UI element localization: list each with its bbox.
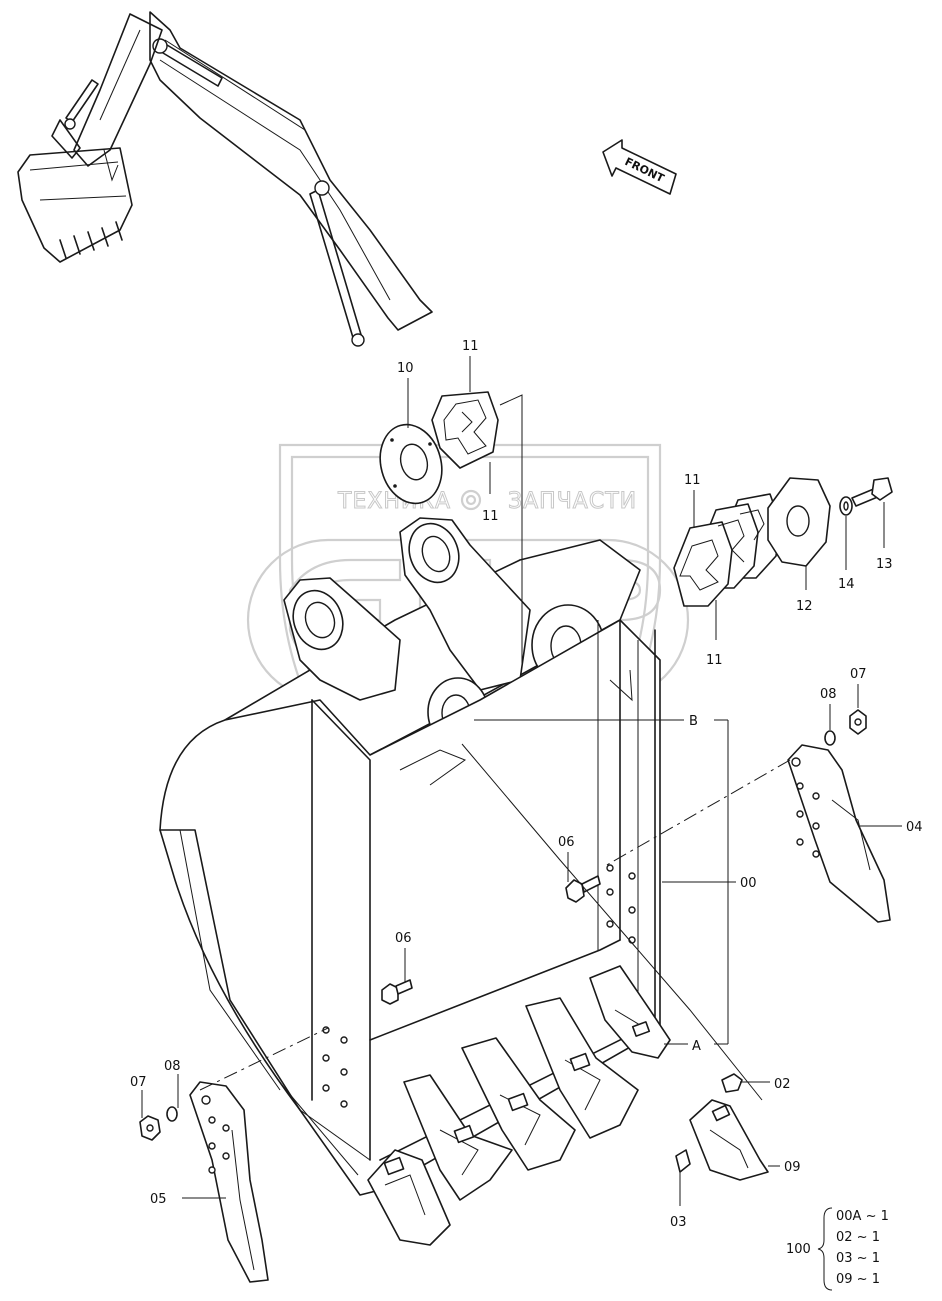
callout-07: 07 <box>850 667 867 682</box>
part-09-tooth-point <box>689 1099 769 1181</box>
part-14-washer <box>839 496 853 516</box>
part-10-bushing <box>379 423 443 505</box>
part-07-nut-left <box>139 1115 161 1141</box>
front-direction-arrow: FRONT <box>602 139 677 195</box>
callout-B: B <box>689 714 698 729</box>
tooth-3 <box>461 1037 576 1171</box>
tooth-4 <box>525 997 639 1139</box>
callout-00: 00 <box>740 876 757 891</box>
part-11-shim-upper <box>431 391 499 469</box>
callout-11: 11 <box>482 509 499 524</box>
callout-13: 13 <box>876 557 893 572</box>
callout-06: 06 <box>395 931 412 946</box>
kit-item: 00A ~ 1 <box>836 1209 889 1224</box>
bucket-teeth-row <box>367 965 671 1246</box>
part-03-pin <box>675 1149 691 1173</box>
callout-A: A <box>692 1039 701 1054</box>
part-12-retainer-plate <box>767 477 831 567</box>
part-06-bolt-upper <box>565 875 601 903</box>
part-00-bucket-body <box>159 517 661 1196</box>
callout-09: 09 <box>784 1160 801 1175</box>
callout-05: 05 <box>150 1192 167 1207</box>
kit-item: 03 ~ 1 <box>836 1251 880 1266</box>
watermark-right-text: ЗАПЧАСТИ <box>508 489 637 514</box>
callout-08: 08 <box>820 687 837 702</box>
callout-08: 08 <box>164 1059 181 1074</box>
part-07-nut-right <box>849 709 867 735</box>
part-08-washer-left <box>166 1106 178 1122</box>
callout-11: 11 <box>706 653 723 668</box>
part-02-lock <box>721 1073 743 1093</box>
callout-04: 04 <box>906 820 923 835</box>
side-bolt-holes-left <box>322 1026 348 1108</box>
tooth-2 <box>403 1074 513 1201</box>
part-08-washer-right <box>824 730 836 746</box>
tooth-5 <box>589 965 671 1059</box>
callout-02: 02 <box>774 1077 791 1092</box>
kit-brace <box>817 1207 833 1291</box>
callout-10: 10 <box>397 361 414 376</box>
callout-06: 06 <box>558 835 575 850</box>
part-11-shim-stack <box>673 493 781 607</box>
excavator-arm-illustration <box>17 11 433 347</box>
callout-12: 12 <box>796 599 813 614</box>
callout-11: 11 <box>684 473 701 488</box>
part-13-bolt <box>851 477 893 507</box>
callout-07: 07 <box>130 1075 147 1090</box>
callout-14: 14 <box>838 577 855 592</box>
kit-label: 100 <box>786 1242 811 1257</box>
part-05-side-cutter-left <box>189 1081 269 1283</box>
part-04-side-cutter-right <box>787 744 891 923</box>
callout-labels: 10 11 11 11 11 12 13 14 07 08 B 04 06 00… <box>130 339 923 1230</box>
kit-item: 09 ~ 1 <box>836 1272 880 1287</box>
leader-lines <box>141 684 902 1206</box>
callout-11: 11 <box>462 339 479 354</box>
tooth-1 <box>367 1149 451 1246</box>
side-bolt-holes-right <box>606 864 636 944</box>
kit-item: 02 ~ 1 <box>836 1230 880 1245</box>
callout-03: 03 <box>670 1215 687 1230</box>
gear-icon <box>460 489 482 511</box>
kit-legend: 100 00A ~ 1 02 ~ 1 03 ~ 1 09 ~ 1 <box>786 1207 889 1291</box>
